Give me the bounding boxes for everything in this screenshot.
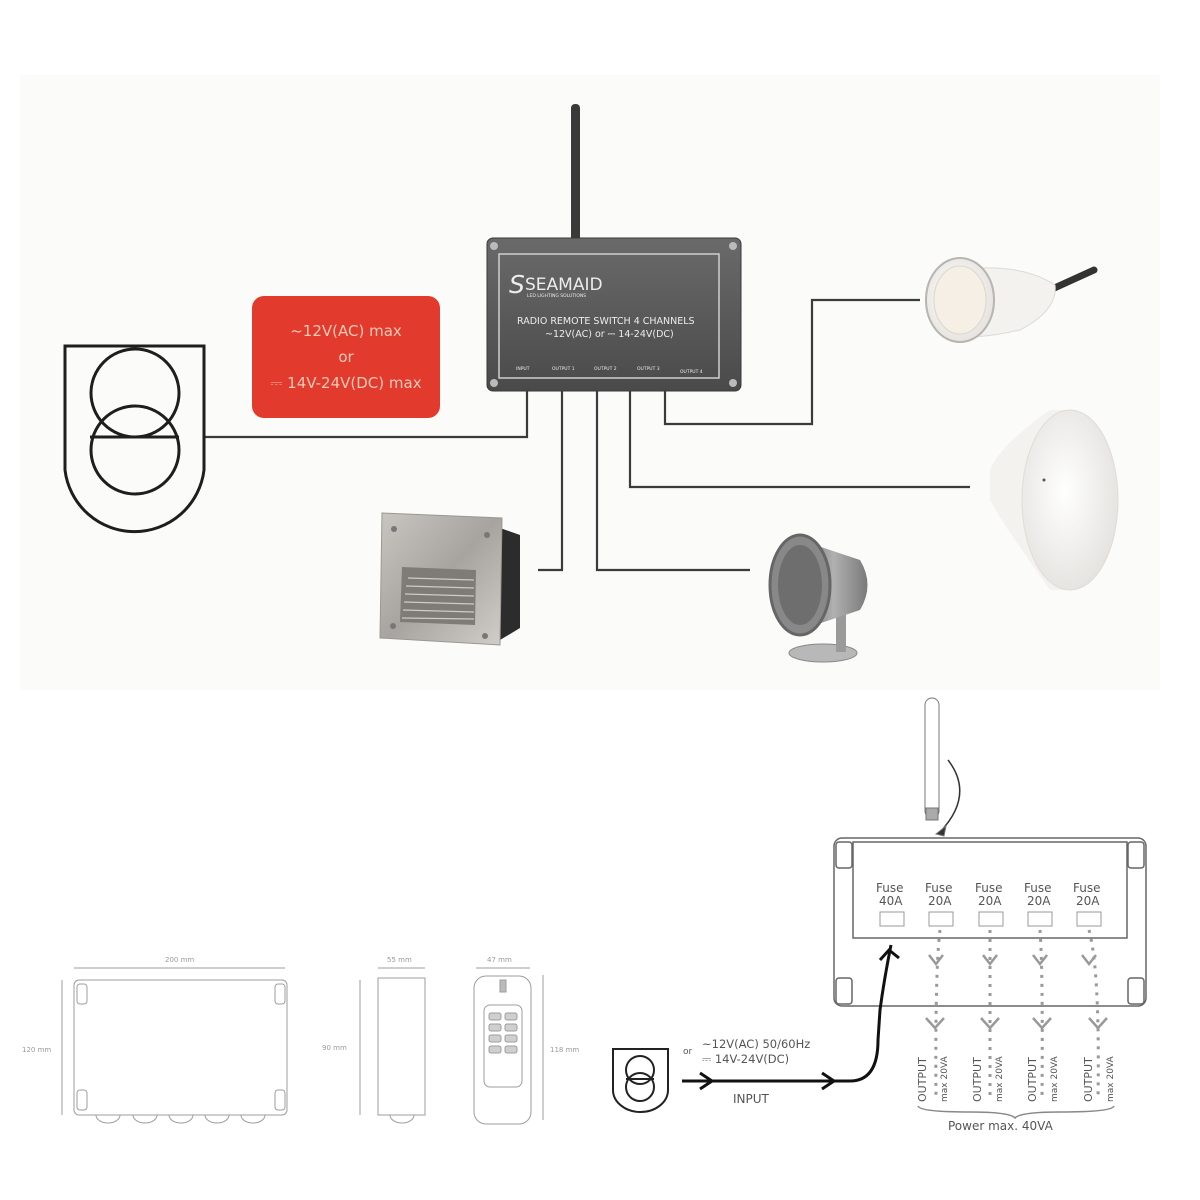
port-output-2: OUTPUT 2 (594, 366, 617, 372)
svg-text:20A: 20A (928, 894, 952, 908)
par-pool-light-image (990, 409, 1119, 591)
schematic-transformer-icon (612, 1048, 669, 1113)
output-labels: OUTPUT max 20VA OUTPUT max 20VA OUTPUT m… (916, 1055, 1116, 1102)
box-side-dimension-drawing (359, 967, 426, 1124)
dim-side-width: 55 mm (387, 956, 412, 964)
mini-pool-light-image (925, 257, 1098, 343)
input-line (682, 944, 900, 1091)
wire-input (205, 391, 529, 439)
output-arrows (925, 954, 1108, 1030)
fuse-3: Fuse 20A (975, 881, 1004, 927)
step-light-image (379, 512, 520, 646)
remote-control-drawing (473, 967, 544, 1125)
power-spec-ac: ~12V(AC) max (290, 322, 402, 340)
wire-output-3 (628, 391, 970, 489)
wire-output-1 (538, 391, 564, 572)
output-3-max: max 20VA (1050, 1055, 1060, 1102)
output-1-max: max 20VA (940, 1055, 950, 1102)
dim-remote-height: 118 mm (550, 1046, 579, 1054)
schematic-antenna-icon (924, 697, 961, 837)
spot-light-image (768, 533, 868, 663)
port-output-4: OUTPUT 4 (680, 369, 703, 375)
svg-text:Fuse: Fuse (876, 881, 904, 895)
wire-output-2 (595, 391, 750, 572)
power-spec-dc: ⎓ 14V-24V(DC) max (270, 374, 422, 392)
controller-title: RADIO REMOTE SWITCH 4 CHANNELS (517, 316, 695, 327)
power-brace (917, 1105, 1115, 1120)
controller-tagline: LED LIGHTING SOLUTIONS (527, 293, 586, 299)
svg-text:20A: 20A (1027, 894, 1051, 908)
power-total-label: Power max. 40VA (948, 1119, 1054, 1133)
fuse-group: Fuse 40A Fuse 20A Fuse 20A Fuse 20A Fuse… (876, 881, 1102, 927)
output-2-label: OUTPUT (971, 1057, 984, 1102)
input-label: INPUT (733, 1092, 770, 1106)
brand-s: S (509, 270, 525, 299)
svg-text:20A: 20A (1076, 894, 1100, 908)
output-1-label: OUTPUT (916, 1057, 929, 1102)
fuse-2: Fuse 20A (925, 881, 954, 927)
wires (205, 298, 970, 572)
output-2-max: max 20VA (995, 1055, 1005, 1102)
power-spec-or: or (338, 348, 354, 366)
port-output-3: OUTPUT 3 (637, 366, 660, 372)
output-paths (934, 929, 1100, 1101)
port-input: INPUT (516, 366, 530, 372)
input-ac-label: ~12V(AC) 50/60Hz (702, 1037, 810, 1051)
transformer-icon (63, 344, 206, 534)
svg-text:Fuse: Fuse (925, 881, 953, 895)
controller-box: S SEAMAID LED LIGHTING SOLUTIONS RADIO R… (486, 237, 742, 392)
fuse-5: Fuse 20A (1073, 881, 1102, 927)
dim-side-height: 90 mm (322, 1044, 347, 1052)
dim-remote-width: 47 mm (487, 956, 512, 964)
svg-text:Fuse: Fuse (975, 881, 1003, 895)
controller-spec: ~12V(AC) or ⎓ 14-24V(DC) (545, 329, 674, 340)
dim-box-height: 120 mm (22, 1046, 51, 1054)
controller-brand: SEAMAID (525, 275, 603, 295)
input-dc-label: ⎓ 14V-24V(DC) (702, 1052, 789, 1066)
fuse-4: Fuse 20A (1024, 881, 1053, 927)
output-4-max: max 20VA (1106, 1055, 1116, 1102)
wire-output-4 (663, 298, 920, 426)
svg-text:40A: 40A (879, 894, 903, 908)
svg-text:Fuse: Fuse (1073, 881, 1101, 895)
svg-text:20A: 20A (978, 894, 1002, 908)
output-3-label: OUTPUT (1026, 1057, 1039, 1102)
input-or-label: or (683, 1047, 693, 1057)
schematic-box (833, 837, 1147, 1007)
antenna-icon (571, 104, 580, 242)
fuse-1: Fuse 40A (876, 881, 905, 927)
port-output-1: OUTPUT 1 (552, 366, 575, 372)
svg-text:Fuse: Fuse (1024, 881, 1052, 895)
power-spec-badge: ~12V(AC) max or ⎓ 14V-24V(DC) max (252, 296, 440, 418)
dim-box-width: 200 mm (165, 956, 194, 964)
box-front-dimension-drawing (61, 967, 288, 1124)
output-4-label: OUTPUT (1082, 1057, 1095, 1102)
